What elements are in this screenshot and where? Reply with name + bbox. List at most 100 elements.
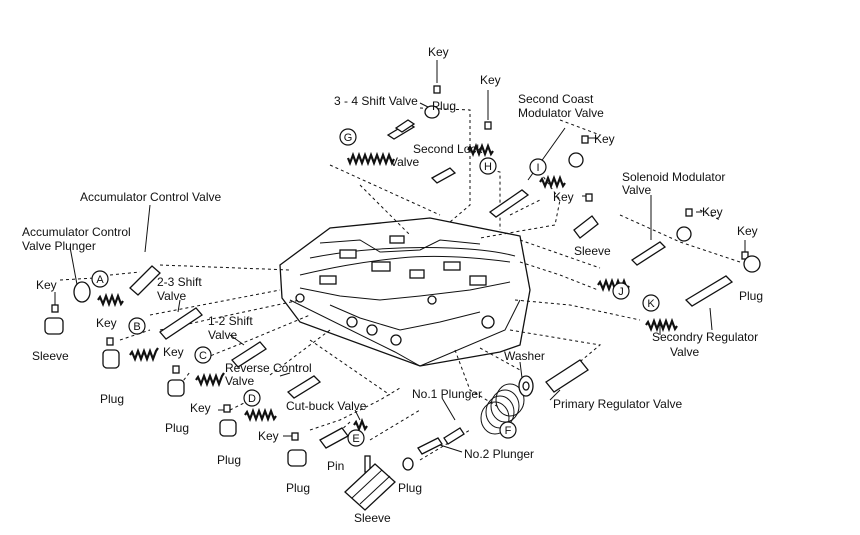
- svg-text:H: H: [484, 161, 492, 173]
- circle-label-g: G: [339, 128, 357, 146]
- svg-text:G: G: [344, 132, 353, 144]
- label-acc-plunger-l1: Accumulator Control: [22, 225, 131, 239]
- spring-e: [353, 417, 368, 432]
- label-solenoid-modulator-l1: Solenoid Modulator: [622, 170, 725, 184]
- label-shift-2-3-l2: Valve: [157, 289, 186, 303]
- spring-g: [346, 151, 395, 167]
- key-c-part: [172, 365, 180, 374]
- acc-plunger-part: [73, 281, 91, 303]
- shift-3-4-valve-part: [386, 119, 416, 140]
- spring-a: [97, 292, 124, 308]
- svg-text:A: A: [96, 274, 104, 286]
- valve-body: [279, 217, 531, 367]
- label-sleeve-right: Sleeve: [574, 244, 611, 258]
- leader-lines: [54, 60, 746, 453]
- label-second-lock-l1: Second Lock: [413, 142, 483, 156]
- label-reverse-control-l1: Reverse Control: [225, 361, 312, 375]
- label-key-c: Key: [163, 345, 184, 359]
- text-labels: Key 3 - 4 Shift Valve Plug Key Second Lo…: [22, 45, 763, 525]
- acc-control-valve-part: [129, 265, 161, 296]
- label-key-i: Key: [594, 132, 615, 146]
- circle-label-c: C: [194, 346, 212, 364]
- no2-plunger-part: [417, 437, 443, 455]
- spring-j: [597, 277, 630, 293]
- plug-i-part: [568, 152, 584, 168]
- spring-d: [244, 407, 277, 423]
- reverse-control-valve-part: [286, 375, 322, 399]
- label-reverse-control-l2: Valve: [225, 374, 254, 388]
- label-washer: Washer: [504, 349, 545, 363]
- label-secondary-regulator-l1: Secondry Regulator: [652, 330, 758, 344]
- label-acc-plunger-l2: Valve Plunger: [22, 239, 96, 253]
- key-sleeve-part: [585, 193, 593, 202]
- cut-back-valve-part: [319, 427, 349, 449]
- label-plug-d: Plug: [217, 453, 241, 467]
- no1-plunger-part: [443, 427, 465, 445]
- circle-label-b: B: [128, 317, 146, 335]
- plug-b-part: [102, 349, 120, 369]
- spring-b: [129, 347, 159, 363]
- valve-parts: [44, 85, 761, 511]
- spring-c: [195, 372, 225, 388]
- sleeve-bottom-part: [344, 463, 396, 511]
- label-plug-top: Plug: [432, 99, 456, 113]
- second-coast-modulator-part: [488, 189, 530, 218]
- plug-sol-part: [676, 226, 692, 242]
- sleeve-right-part: [573, 215, 599, 239]
- label-secondary-regulator-l2: Valve: [670, 345, 699, 359]
- circle-label-e: E: [347, 429, 365, 447]
- label-sleeve-bottom: Sleeve: [354, 511, 391, 525]
- label-plug-c: Plug: [165, 421, 189, 435]
- svg-text:B: B: [133, 321, 140, 333]
- springs: [97, 142, 678, 435]
- label-key-second-lock: Key: [480, 73, 501, 87]
- label-shift-3-4: 3 - 4 Shift Valve: [334, 94, 418, 108]
- key-second-lock-part: [484, 121, 492, 130]
- circle-label-h: H: [479, 157, 497, 175]
- circle-label-j: J: [612, 282, 630, 300]
- label-key-sol: Key: [702, 205, 723, 219]
- label-no2-plunger: No.2 Plunger: [464, 447, 534, 461]
- shift-1-2-valve-part: [231, 341, 267, 368]
- key-e-part: [291, 432, 299, 441]
- plug-far-right-part: [743, 255, 761, 273]
- primary-regulator-part: [545, 359, 589, 393]
- svg-text:I: I: [536, 162, 539, 174]
- circle-labels: A B C D E F G H I J K: [91, 128, 660, 447]
- label-pin: Pin: [327, 459, 344, 473]
- washer-part: [518, 375, 534, 397]
- assembly-lines: [59, 107, 741, 461]
- label-shift-1-2-l2: Valve: [208, 328, 237, 342]
- svg-text:K: K: [647, 298, 655, 310]
- solenoid-modulator-part: [630, 241, 667, 266]
- spring-i: [539, 174, 566, 190]
- label-second-coast-l2: Modulator Valve: [518, 106, 604, 120]
- circle-label-f: F: [499, 421, 517, 439]
- second-lock-valve-part: [430, 167, 457, 184]
- plug-top-part: [424, 105, 440, 119]
- spring-h: [467, 142, 494, 158]
- label-plug-far-right: Plug: [739, 289, 763, 303]
- label-plug-bottom: Plug: [398, 481, 422, 495]
- label-key-left: Key: [36, 278, 57, 292]
- svg-text:F: F: [505, 425, 512, 437]
- key-left-part: [51, 304, 59, 313]
- shift-2-3-valve-part: [159, 307, 203, 340]
- label-key-top: Key: [428, 45, 449, 59]
- spring-k: [645, 317, 678, 333]
- plug-e-part: [287, 449, 307, 467]
- key-top-part: [433, 85, 441, 94]
- circle-label-k: K: [642, 294, 660, 312]
- circle-label-a: A: [91, 270, 109, 288]
- svg-text:D: D: [248, 393, 256, 405]
- label-shift-1-2-l1: 1-2 Shift: [208, 314, 253, 328]
- label-primary-regulator: Primary Regulator Valve: [553, 397, 682, 411]
- label-sleeve-left: Sleeve: [32, 349, 69, 363]
- sleeve-left-part: [44, 317, 64, 335]
- key-i-part: [581, 135, 589, 144]
- label-no1-plunger: No.1 Plunger: [412, 387, 482, 401]
- label-key-sleeve: Key: [553, 190, 574, 204]
- key-sol-part: [685, 208, 693, 217]
